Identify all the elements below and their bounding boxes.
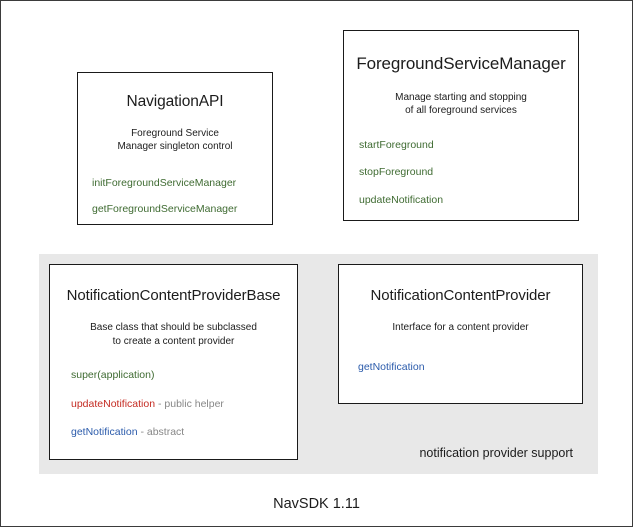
class-description: Base class that should be subclassed to … bbox=[90, 322, 257, 347]
method-row: getNotification - abstract bbox=[71, 427, 297, 439]
class-title: ForegroundServiceManager bbox=[356, 54, 566, 73]
class-description: Foreground Service Manager singleton con… bbox=[117, 127, 233, 153]
method-row: super(application) bbox=[71, 369, 297, 382]
group-panel-label: notification provider support bbox=[419, 446, 573, 460]
class-title: NotificationContentProviderBase bbox=[66, 287, 281, 304]
method-name: updateNotification bbox=[359, 193, 444, 206]
method-row: updateNotification - public helper bbox=[71, 397, 297, 411]
class-box-foreground-service-manager: ForegroundServiceManager Manage starting… bbox=[343, 30, 579, 221]
method-row: updateNotification bbox=[359, 193, 578, 207]
method-name: getForegroundServiceManager bbox=[92, 203, 238, 216]
class-box-notification-content-provider-base: NotificationContentProviderBase Base cla… bbox=[49, 264, 298, 460]
class-box-notification-content-provider: NotificationContentProvider Interface fo… bbox=[338, 264, 583, 404]
class-box-navigation-api: NavigationAPI Foreground Service Manager… bbox=[77, 72, 273, 225]
method-note: - abstract bbox=[137, 426, 185, 439]
method-name: updateNotification bbox=[71, 397, 156, 410]
method-name: getNotification bbox=[358, 360, 425, 373]
method-row: startForeground bbox=[359, 138, 578, 152]
method-name: getNotification bbox=[71, 426, 138, 439]
class-title: NotificationContentProvider bbox=[370, 287, 551, 304]
method-list: getNotification bbox=[339, 360, 582, 374]
method-row: stopForeground bbox=[359, 166, 578, 179]
method-row: initForegroundServiceManager bbox=[92, 176, 272, 190]
method-list: super(application) updateNotification - … bbox=[50, 369, 297, 439]
method-name: stopForeground bbox=[359, 166, 434, 179]
method-list: startForeground stopForeground updateNot… bbox=[344, 138, 578, 207]
method-row: getForegroundServiceManager bbox=[92, 204, 272, 216]
method-name: startForeground bbox=[359, 138, 434, 151]
class-description: Interface for a content provider bbox=[392, 322, 529, 334]
sdk-version-caption: NavSDK 1.11 bbox=[273, 496, 360, 512]
method-note: - public helper bbox=[155, 397, 224, 410]
class-title: NavigationAPI bbox=[126, 93, 224, 110]
method-list: initForegroundServiceManager getForegrou… bbox=[78, 176, 272, 216]
method-row: getNotification bbox=[358, 360, 582, 374]
method-name: initForegroundServiceManager bbox=[92, 176, 237, 189]
class-description: Manage starting and stopping of all fore… bbox=[395, 91, 527, 117]
method-name: super(application) bbox=[71, 369, 155, 382]
